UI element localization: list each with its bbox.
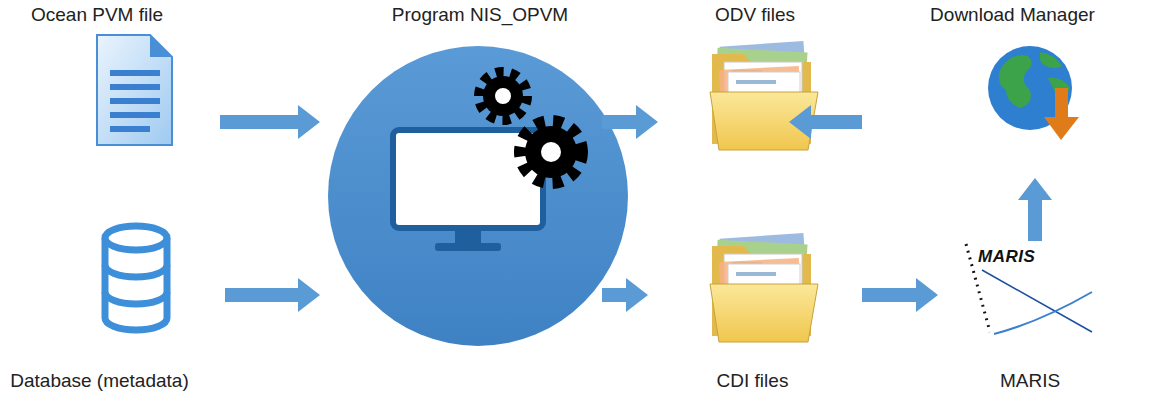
node-label: Download Manager: [875, 4, 1150, 26]
node-label: Database (metadata): [2, 370, 197, 392]
folder-node: CDI files: [675, 225, 830, 396]
block-arrow: [602, 105, 658, 139]
node-label: MARIS: [950, 370, 1110, 392]
node-label: CDI files: [675, 370, 830, 392]
folder-node: ODV files: [680, 0, 830, 155]
block-arrow: [602, 278, 648, 312]
block-arrow: [789, 105, 862, 139]
database-node: Database (metadata): [2, 220, 197, 396]
logo-text: MARIS: [978, 247, 1035, 267]
node-label: Ocean PVM file: [2, 4, 192, 26]
node-label: Program NIS_OPVM: [330, 4, 630, 26]
file-node: Ocean PVM file: [2, 0, 192, 150]
download-node: Download Manager: [875, 0, 1150, 150]
block-arrow: [220, 105, 320, 139]
block-arrow: [862, 278, 938, 312]
program-node: Program NIS_OPVM: [330, 0, 630, 350]
block-arrow: [1018, 178, 1052, 241]
block-arrow: [225, 278, 320, 312]
node-label: ODV files: [680, 4, 830, 26]
